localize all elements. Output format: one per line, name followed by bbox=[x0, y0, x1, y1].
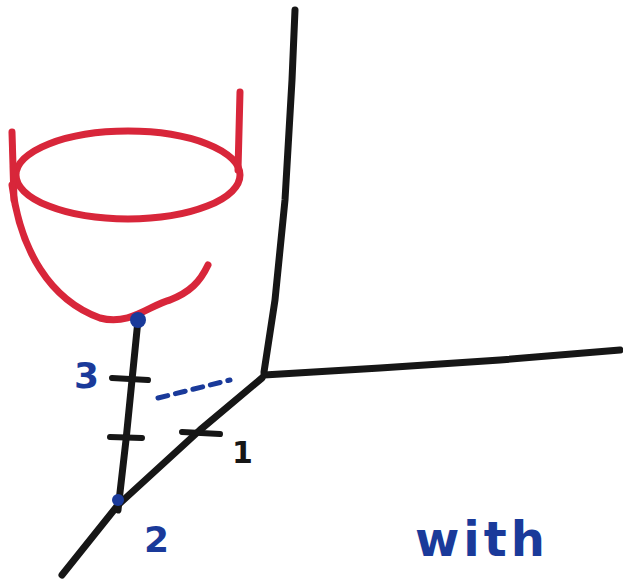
axis-value: 2 bbox=[144, 522, 169, 558]
axis-value: 3 bbox=[74, 358, 99, 394]
stem-line bbox=[118, 320, 138, 510]
axis-value: 1 bbox=[232, 438, 253, 468]
dashed-guide bbox=[158, 380, 230, 398]
tick-mark bbox=[112, 378, 148, 380]
y-axis bbox=[264, 350, 620, 375]
cup-rim bbox=[16, 131, 240, 219]
cup-side bbox=[238, 92, 240, 170]
tick-mark bbox=[110, 437, 142, 438]
x-axis bbox=[62, 378, 262, 575]
note-text: with bbox=[415, 515, 549, 563]
point-dot bbox=[130, 312, 146, 328]
tick-mark bbox=[182, 432, 220, 434]
z-axis bbox=[264, 10, 295, 372]
cup-body bbox=[12, 185, 208, 320]
point-dot bbox=[112, 494, 124, 506]
